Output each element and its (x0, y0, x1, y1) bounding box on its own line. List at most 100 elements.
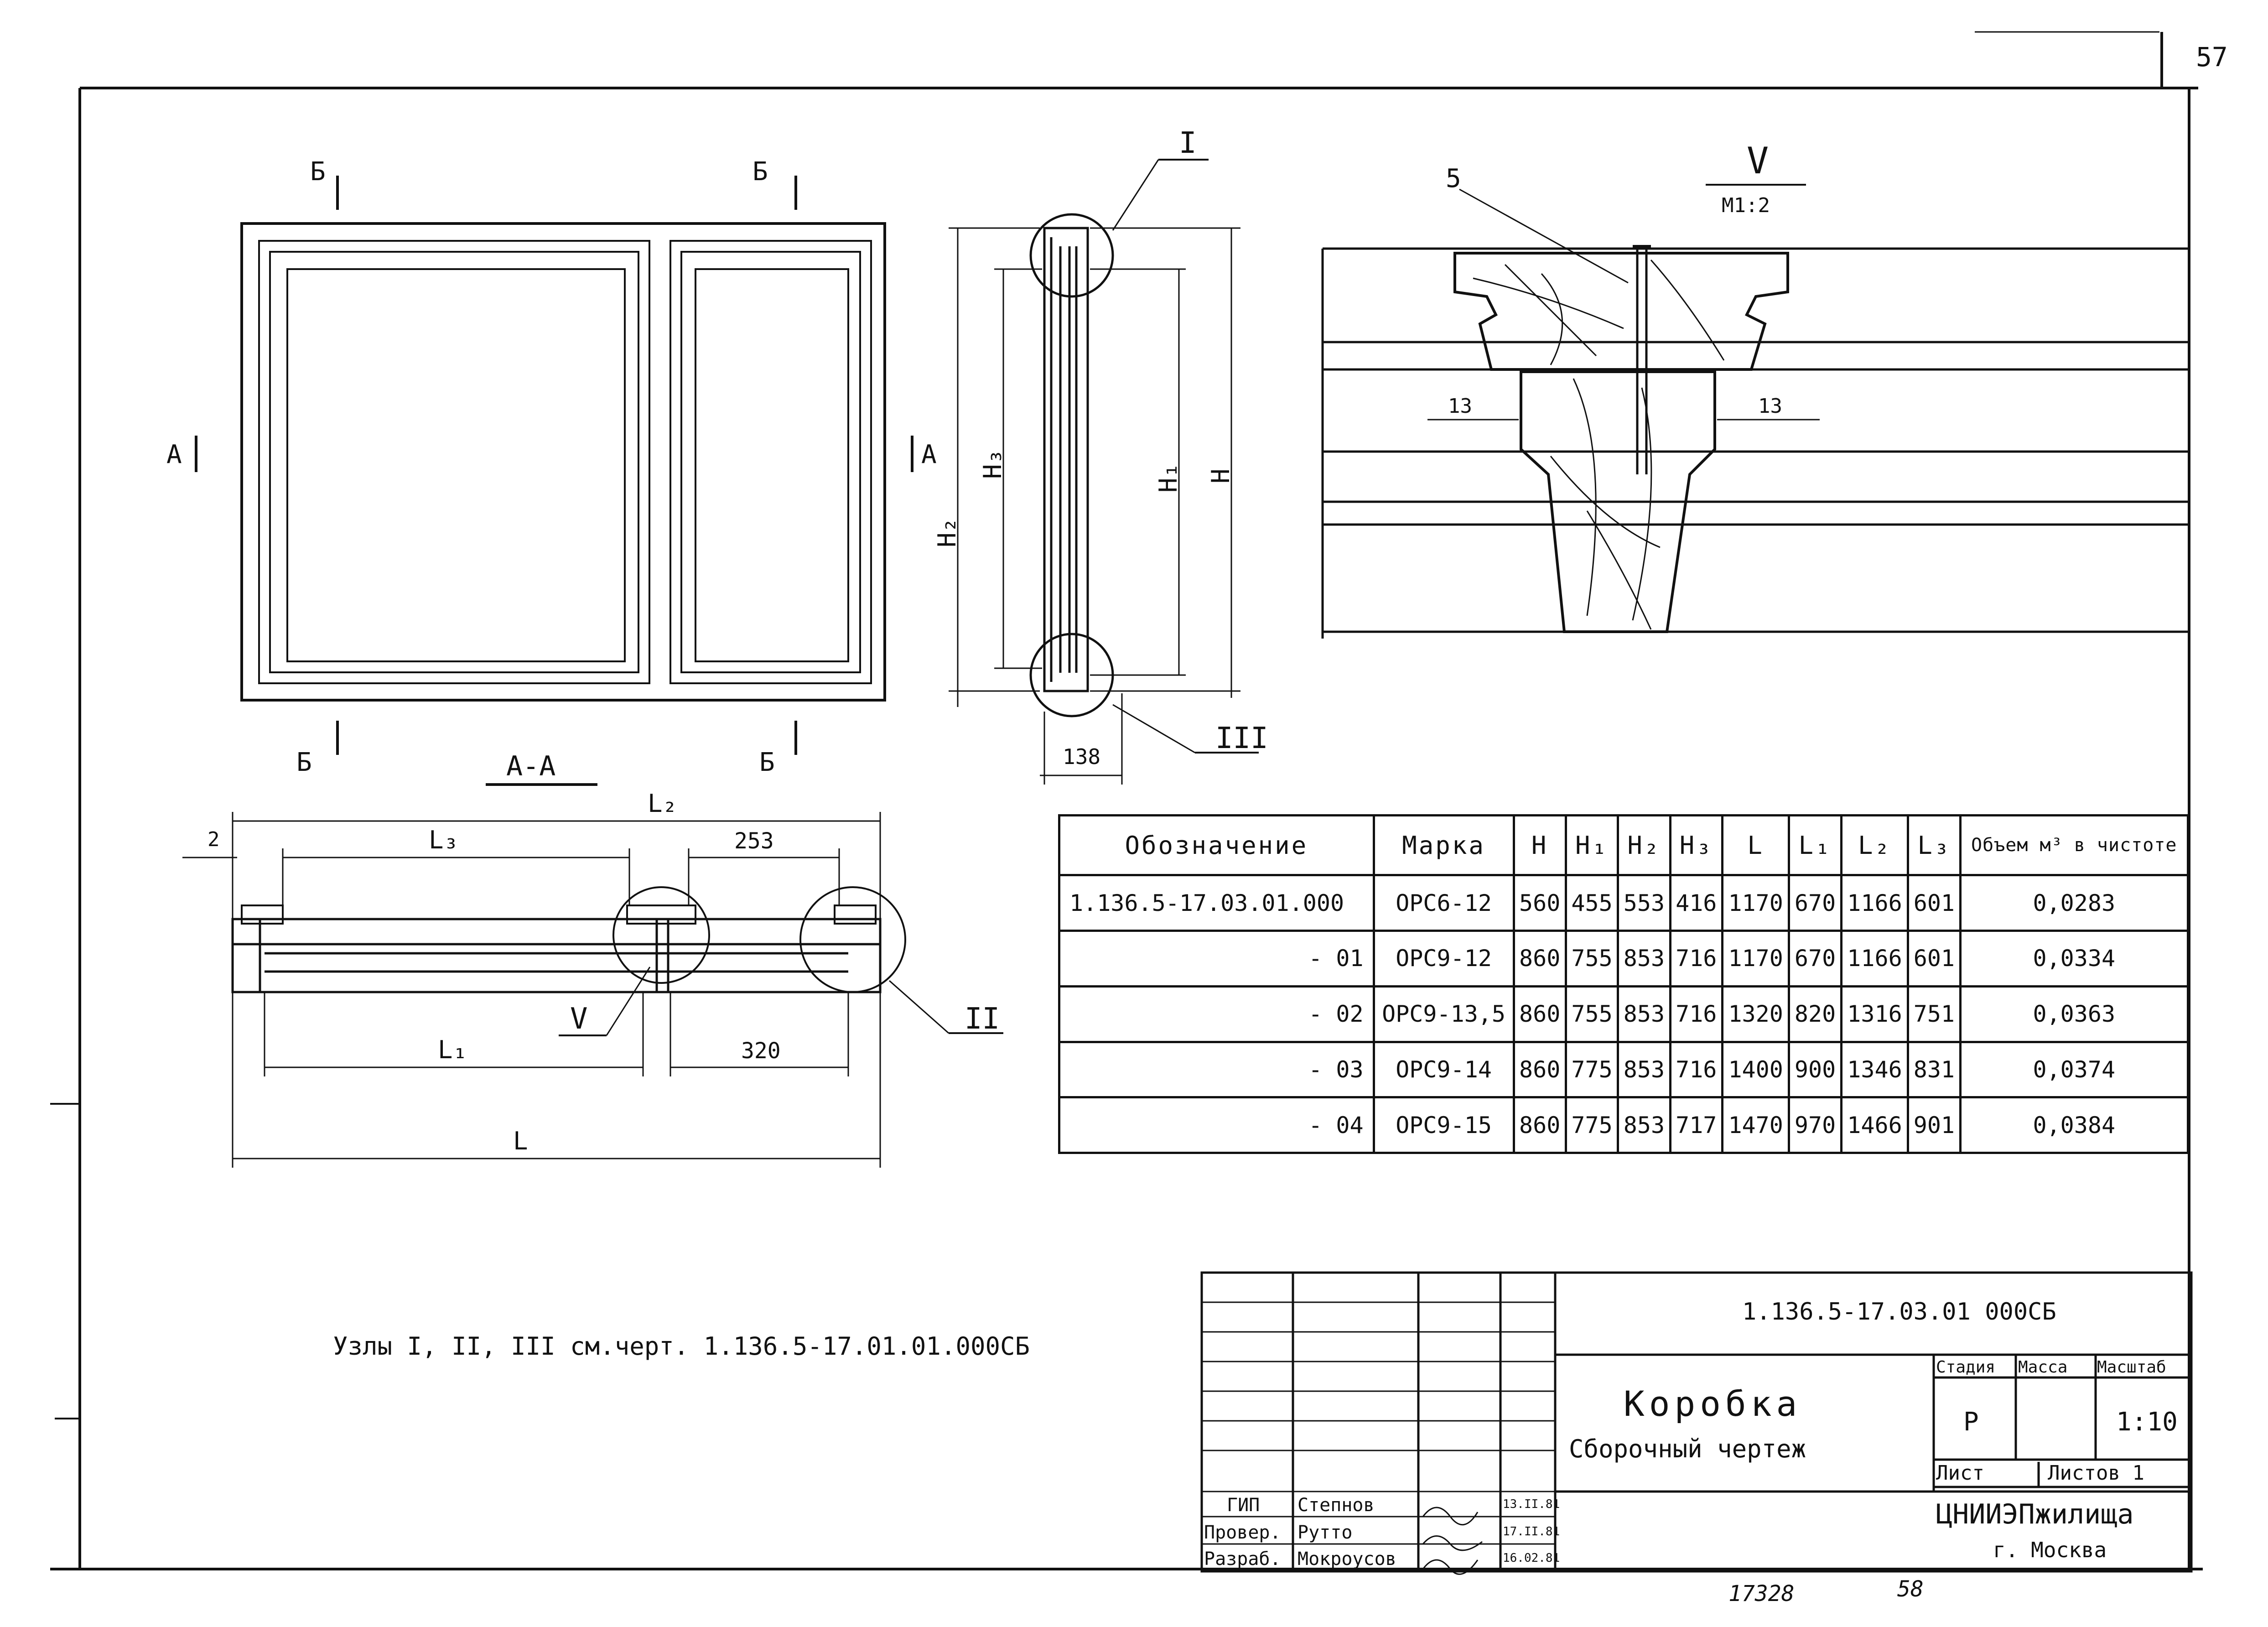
cell-designation: - 04 (1058, 1096, 1375, 1154)
front-view (195, 176, 913, 755)
cell-l3: 751 (1907, 985, 1962, 1043)
signer-date: 13.II.81 (1503, 1497, 1560, 1511)
cell-l3: 831 (1907, 1040, 1962, 1099)
signer-role: Провер. (1204, 1522, 1281, 1543)
cell-mark: ОРС9-14 (1372, 1040, 1515, 1099)
cell-l1: 670 (1788, 874, 1842, 932)
cell-designation: - 02 (1058, 985, 1375, 1043)
cell-h3: 416 (1669, 874, 1723, 932)
cell-mark: ОРС6-12 (1372, 874, 1515, 932)
table-row: - 03 ОРС9-14 860 775 853 716 1400 900 13… (1058, 1040, 2190, 1099)
stage-value: Р (1963, 1407, 1979, 1437)
section-mark-b: Б (310, 157, 326, 187)
signer-name: Степнов (1297, 1495, 1375, 1516)
side-view (949, 159, 1259, 785)
doc-code: 1.136.5-17.03.01 000СБ (1742, 1298, 2056, 1326)
spec-table: Обозначение Марка H H₁ H₂ H₃ L L₁ L₂ L₃ … (1058, 814, 2190, 1154)
dim-h3-label: H₃ (978, 449, 1007, 479)
signer-role: ГИП (1227, 1495, 1260, 1516)
cell-l1: 970 (1788, 1096, 1842, 1154)
dim-l1-label: L₁ (438, 1035, 467, 1064)
cell-l2: 1466 (1840, 1096, 1910, 1154)
cell-volume: 0,0334 (1959, 930, 2190, 988)
dim-l2-label: L₂ (648, 789, 677, 818)
title-block-grid (1200, 1271, 2193, 1575)
page-number: 57 (2196, 42, 2228, 73)
header-volume: Объем м³ в чистоте (1959, 814, 2190, 877)
cell-l1: 820 (1788, 985, 1842, 1043)
detail-v (1321, 184, 2189, 639)
section-mark-b: Б (753, 157, 768, 187)
scale-value: 1:10 (2116, 1407, 2178, 1437)
cell-h2: 853 (1617, 1096, 1671, 1154)
cell-h: 560 (1512, 874, 1567, 932)
drawing-title: Коробка (1624, 1383, 1802, 1424)
cell-h3: 716 (1669, 930, 1723, 988)
sheets-label: Листов 1 (2048, 1461, 2144, 1485)
cell-l: 1170 (1721, 930, 1791, 988)
header-h1: H₁ (1564, 814, 1619, 877)
sheet-frame (50, 31, 2203, 1570)
cell-h2: 853 (1617, 1040, 1671, 1099)
dim-h-label: H (1206, 468, 1235, 483)
signer-name: Рутто (1297, 1522, 1353, 1543)
section-aa (182, 783, 1003, 1168)
section-mark-a: А (166, 440, 182, 469)
detail-v-title: V (1747, 140, 1769, 182)
scale-label: Масштаб (2097, 1358, 2166, 1377)
dim-l-label: L (513, 1127, 528, 1155)
header-h2: H₂ (1617, 814, 1671, 877)
section-mark-b: Б (296, 748, 312, 777)
dim-l3-label: L₃ (429, 826, 458, 854)
signer-role: Разраб. (1204, 1549, 1281, 1570)
organization: ЦНИИЭПжилища (1936, 1498, 2134, 1530)
cell-l2: 1166 (1840, 874, 1910, 932)
detail-scale: М1:2 (1722, 194, 1770, 217)
cell-designation: - 01 (1058, 930, 1375, 988)
section-mark-b: Б (759, 748, 775, 777)
table-row: 1.136.5-17.03.01.000 ОРС6-12 560 455 553… (1058, 874, 2190, 932)
signer-name: Мокроусов (1297, 1549, 1396, 1570)
spec-table-wrapper: Обозначение Марка H H₁ H₂ H₃ L L₁ L₂ L₃ … (1058, 814, 2190, 1154)
dim-h2-label: H₂ (933, 518, 961, 547)
cell-h: 860 (1512, 1040, 1567, 1099)
stage-label: Стадия (1936, 1358, 1996, 1377)
cell-h1: 455 (1564, 874, 1619, 932)
cell-designation: - 03 (1058, 1040, 1375, 1099)
node-v-label: V (570, 1002, 588, 1036)
header-designation: Обозначение (1058, 814, 1375, 877)
cell-l3: 601 (1907, 930, 1962, 988)
cell-designation: 1.136.5-17.03.01.000 (1058, 874, 1375, 932)
cell-h: 860 (1512, 1096, 1567, 1154)
cell-mark: ОРС9-12 (1372, 930, 1515, 988)
section-title: А-А (506, 750, 555, 782)
dim-320-label: 320 (741, 1038, 781, 1064)
cell-h3: 717 (1669, 1096, 1723, 1154)
detail-dim-13-right: 13 (1758, 395, 1782, 418)
cell-l1: 670 (1788, 930, 1842, 988)
cell-h2: 853 (1617, 930, 1671, 988)
cell-l: 1400 (1721, 1040, 1791, 1099)
city: г. Москва (1993, 1538, 2107, 1562)
note: Узлы I, II, III см.черт. 1.136.5-17.01.0… (333, 1332, 1030, 1361)
header-l: L (1721, 814, 1791, 877)
cell-h1: 755 (1564, 985, 1619, 1043)
cell-mark: ОРС9-15 (1372, 1096, 1515, 1154)
table-row: - 02 ОРС9-13,5 860 755 853 716 1320 820 … (1058, 985, 2190, 1043)
cell-h1: 775 (1564, 1096, 1619, 1154)
signer-date: 16.02.81 (1503, 1551, 1560, 1565)
node-iii-label: III (1215, 722, 1268, 755)
cell-h1: 775 (1564, 1040, 1619, 1099)
footer-number: 17328 (1728, 1581, 1795, 1606)
node-ii-label: II (965, 1002, 1000, 1036)
cell-l: 1320 (1721, 985, 1791, 1043)
cell-l2: 1316 (1840, 985, 1910, 1043)
mass-label: Масса (2018, 1358, 2068, 1377)
cell-l3: 901 (1907, 1096, 1962, 1154)
cell-l2: 1166 (1840, 930, 1910, 988)
header-h: H (1512, 814, 1567, 877)
section-mark-a: А (921, 440, 937, 469)
dim-253-label: 253 (734, 828, 774, 854)
cell-l3: 601 (1907, 874, 1962, 932)
